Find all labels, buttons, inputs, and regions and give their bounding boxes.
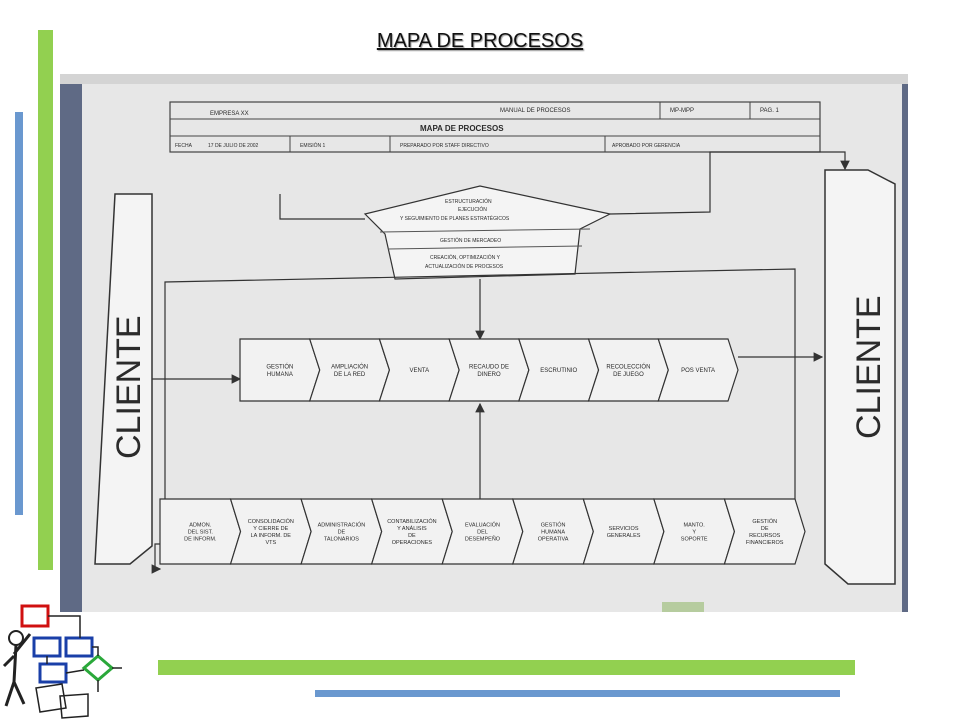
support-process-chain-chevron-9 — [723, 498, 806, 565]
header-approved: APROBADO POR GERENCIA — [612, 143, 681, 149]
strategic-shape — [363, 185, 612, 280]
support-process-chain-label-9-2: DE — [761, 526, 769, 532]
clipart-blue-box-3 — [38, 662, 68, 684]
clipart-svg — [2, 604, 122, 719]
strategic-processes: ESTRUCTURACIÓN EJECUCIÓN Y SEGUIMIENTO D… — [363, 185, 612, 280]
flow-lines — [151, 151, 850, 574]
core-process-chain-label-1-2: HUMANA — [267, 372, 293, 378]
core-process-chain-label-6-2: DE JUEGO — [613, 372, 644, 378]
flow-top-loop — [279, 194, 365, 220]
header-company: EMPRESA XX — [210, 111, 249, 117]
core-process-chain-label-2-1: AMPLIACIÓN — [331, 363, 368, 370]
header-edition: EMISIÓN 1 — [300, 142, 326, 149]
support-process-chain-label-6-3: OPERATIVA — [538, 536, 569, 542]
clipart-person-body — [2, 633, 32, 707]
support-process-chain-label-5-3: DESEMPEÑO — [465, 535, 501, 542]
client-left-box: CLIENTE — [94, 193, 153, 565]
blue-horizontal-bar — [315, 690, 840, 697]
support-process-chain-label-4-3: DE — [408, 533, 416, 539]
clipart-blue-box-2 — [64, 636, 94, 658]
clipart-blue-box-1 — [32, 636, 62, 658]
flow-outer-frame — [164, 268, 796, 529]
core-process-chain-label-4-2: DINERO — [477, 372, 501, 378]
client-right-box: CLIENTE — [824, 169, 896, 585]
support-process-chain-label-8-2: Y — [692, 529, 696, 535]
core-process-chain-label-7-1: POS VENTA — [681, 368, 715, 374]
header-box — [169, 101, 821, 153]
strategic-line-text-1: ESTRUCTURACIÓN — [445, 198, 492, 205]
process-map-diagram: EMPRESA XX MANUAL DE PROCESOS MP-MPP PAG… — [60, 74, 908, 612]
support-process-chain-label-7-2: GENERALES — [607, 533, 641, 539]
header-code: MP-MPP — [670, 108, 694, 114]
header-manual: MANUAL DE PROCESOS — [500, 108, 570, 114]
core-process-chain-label-2-2: DE LA RED — [334, 372, 366, 378]
header-prepared: PREPARADO POR STAFF DIRECTIVO — [400, 143, 489, 149]
blue-vertical-bar — [15, 112, 23, 515]
header-date-value: 17 DE JULIO DE 2002 — [208, 143, 259, 149]
strategic-line-text-5: CREACIÓN, OPTIMIZACIÓN Y — [430, 254, 501, 261]
support-process-chain-label-4-2: Y ANÁLISIS — [397, 525, 427, 532]
core-process-chain-chevron-7 — [657, 338, 739, 402]
process-map-photo: EMPRESA XX MANUAL DE PROCESOS MP-MPP PAG… — [60, 74, 908, 612]
support-process-chain-label-1-1: ADMON. — [189, 522, 211, 528]
client-left-shape — [94, 193, 153, 565]
support-process-chain-label-6-2: HUMANA — [541, 529, 565, 535]
clipart-red-box — [20, 604, 50, 628]
paper-edge — [60, 74, 908, 84]
support-process-chain-label-5-1: EVALUACIÓN — [465, 521, 500, 528]
support-process-chain-label-9-1: GESTIÓN — [752, 518, 777, 525]
support-process-chain-label-9-3: RECURSOS — [749, 533, 781, 539]
document-header: EMPRESA XX MANUAL DE PROCESOS MP-MPP PAG… — [169, 101, 821, 153]
support-process-chain: ADMON.DEL SIST.DE INFORM.CONSOLIDACIÓNY … — [159, 498, 806, 565]
support-process-chain-label-8-3: SOPORTE — [681, 536, 708, 542]
client-left-label: CLIENTE — [110, 315, 148, 459]
support-process-chain-label-8-1: MANTO. — [684, 522, 706, 528]
support-process-chain-label-3-1: ADMINISTRACIÓN — [318, 521, 366, 528]
support-process-chain-label-4-4: OPERACIONES — [392, 540, 433, 546]
support-process-chain-label-7-1: SERVICIOS — [609, 526, 639, 532]
strategic-line-text-4: GESTIÓN DE MERCADEO — [440, 237, 501, 244]
header-page: PAG. 1 — [760, 108, 780, 114]
clipart-green-diamond — [81, 654, 115, 682]
corner-sticker — [662, 602, 704, 612]
core-process-chain-label-5-1: ESCRUTINIO — [540, 368, 577, 374]
header-date-label: FECHA — [175, 143, 193, 149]
support-process-chain-label-4-1: CONTABILIZACIÓN — [387, 518, 436, 525]
client-right-label: CLIENTE — [850, 295, 888, 439]
support-process-chain-label-9-4: FINANCIEROS — [746, 540, 784, 546]
client-right-shape — [824, 169, 896, 585]
core-process-chain-label-6-1: RECOLECCIÓN — [606, 363, 650, 370]
clipart-person-head — [8, 630, 24, 646]
strategic-line-text-2: EJECUCIÓN — [458, 206, 487, 213]
core-process-chain-label-4-1: RECAUDO DE — [469, 364, 509, 370]
support-process-chain-label-2-2: Y CIERRE DE — [253, 526, 288, 532]
support-process-chain-label-2-1: CONSOLIDACIÓN — [248, 518, 294, 525]
green-vertical-bar — [38, 30, 53, 570]
strategic-line-text-3: Y SEGUIMIENTO DE PLANES ESTRATÉGICOS — [400, 215, 510, 222]
support-process-chain-label-6-1: GESTIÓN — [541, 521, 566, 528]
strategic-line-1 — [379, 228, 591, 233]
support-process-chain-label-3-3: TALONARIOS — [324, 536, 359, 542]
strategic-line-2 — [387, 245, 583, 250]
core-process-chain: GESTIÓN HUMANA AMPLIACIÓN DE LA RED VENTA REC… — [239, 338, 739, 402]
support-process-chain-label-3-2: DE — [338, 529, 346, 535]
slide-title: MAPA DE PROCESOS — [376, 30, 584, 52]
header-title: MAPA DE PROCESOS — [420, 124, 504, 133]
flow-top-right — [609, 151, 850, 215]
strategic-line-text-6: ACTUALIZACIÓN DE PROCESOS — [425, 263, 504, 270]
support-process-chain-label-2-3: LA INFORM. DE — [251, 533, 292, 539]
support-process-chain-label-1-2: DEL SIST. — [188, 529, 214, 535]
clipart-connectors — [46, 615, 122, 692]
support-process-chain-label-1-3: DE INFORM. — [184, 536, 217, 542]
clipart-papers — [35, 683, 89, 719]
flowchart-person-clipart — [0, 604, 130, 725]
support-process-chain-label-5-2: DEL — [477, 529, 488, 535]
core-process-chain-label-1-1: GESTIÓN — [266, 363, 293, 370]
core-process-chain-label-3-1: VENTA — [410, 368, 430, 374]
support-process-chain-label-2-4: VTS — [265, 540, 276, 546]
green-horizontal-bar — [158, 660, 855, 675]
